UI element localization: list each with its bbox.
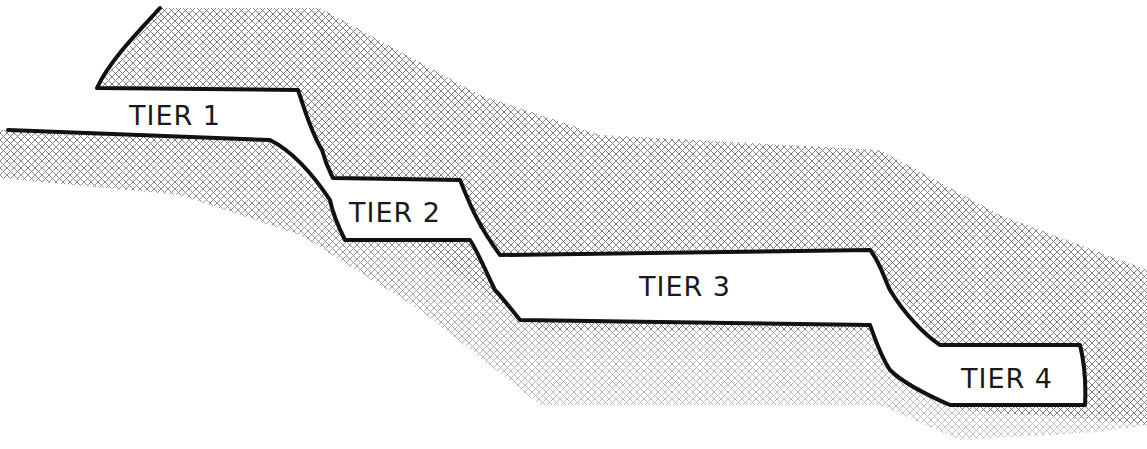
tier-band: TIER 1 — [100, 95, 250, 135]
tier-label: TIER 2 — [349, 197, 441, 228]
passage-outline — [8, 8, 1085, 405]
tier-band: TIER 4 — [942, 358, 1072, 398]
tier-label: TIER 3 — [639, 271, 731, 302]
tier-label: TIER 1 — [129, 100, 221, 131]
tier-band: TIER 3 — [590, 266, 780, 306]
tier-band: TIER 2 — [335, 192, 455, 232]
tier-label: TIER 4 — [961, 363, 1053, 394]
